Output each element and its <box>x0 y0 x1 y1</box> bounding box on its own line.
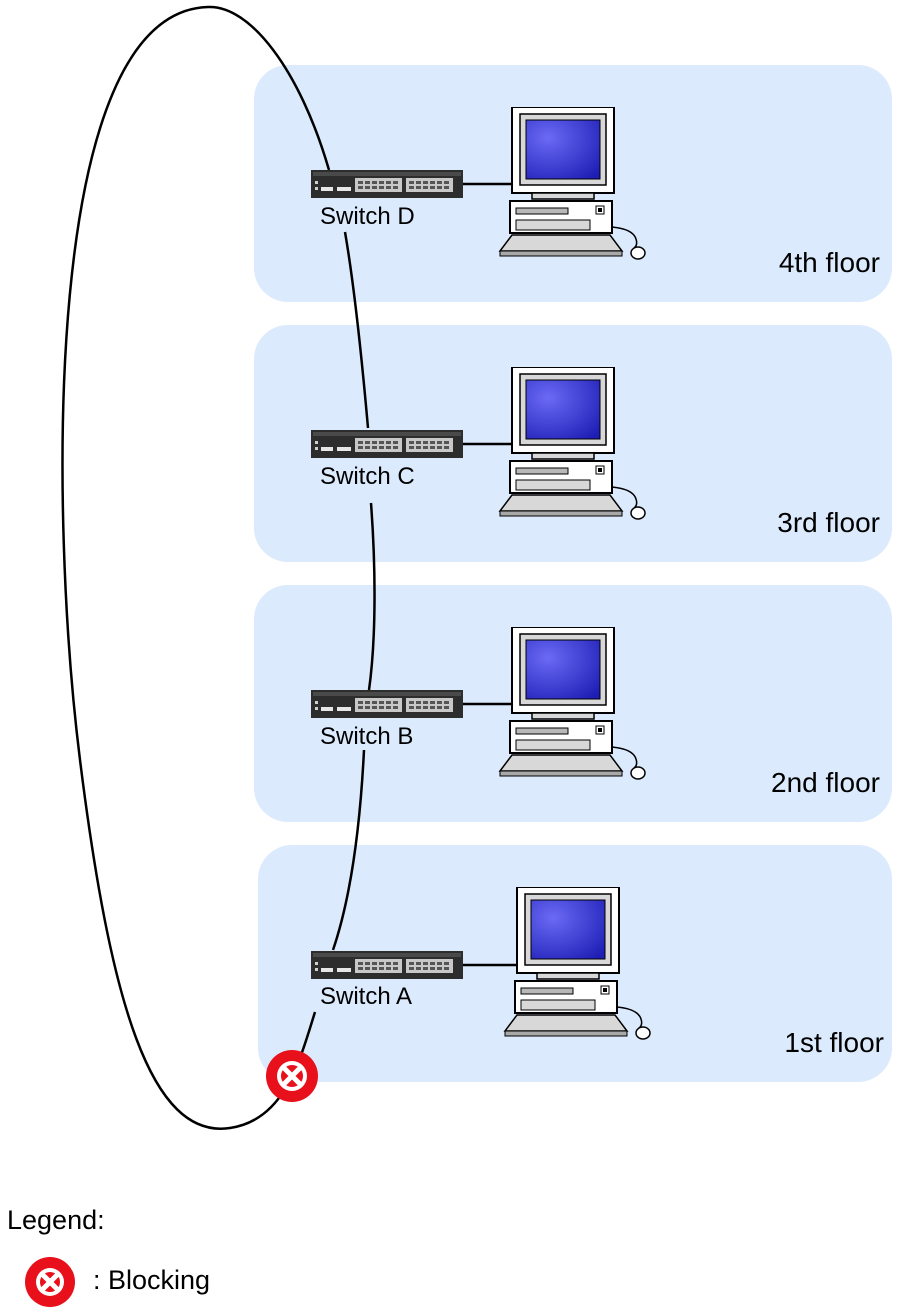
blocking-icon <box>266 1050 318 1102</box>
switch-label-c: Switch C <box>320 463 415 490</box>
floor-label-1: 1st floor <box>784 1027 884 1058</box>
legend-blocking-icon <box>25 1257 75 1307</box>
pc-4-icon <box>499 107 646 260</box>
legend-title: Legend: <box>7 1205 105 1235</box>
link-b-a <box>331 749 366 951</box>
pc-1-icon <box>504 887 651 1040</box>
switch-a-icon <box>311 951 463 979</box>
ring-link <box>61 5 331 1130</box>
switch-label-d: Switch D <box>320 203 415 230</box>
switch-label-b: Switch B <box>320 723 414 750</box>
switch-b-icon <box>311 690 463 718</box>
switch-d-icon <box>311 170 463 198</box>
floor-label-3: 3rd floor <box>777 507 880 538</box>
floor-label-2: 2nd floor <box>771 767 880 798</box>
pc-3-icon <box>499 367 646 520</box>
link-c-b <box>367 502 376 691</box>
link-d-c <box>343 231 370 429</box>
floor-label-4: 4th floor <box>778 247 880 278</box>
switch-c-icon <box>311 430 463 458</box>
switch-label-a: Switch A <box>320 983 413 1010</box>
legend-blocking-label: : Blocking <box>93 1265 211 1295</box>
pc-2-icon <box>499 627 646 780</box>
